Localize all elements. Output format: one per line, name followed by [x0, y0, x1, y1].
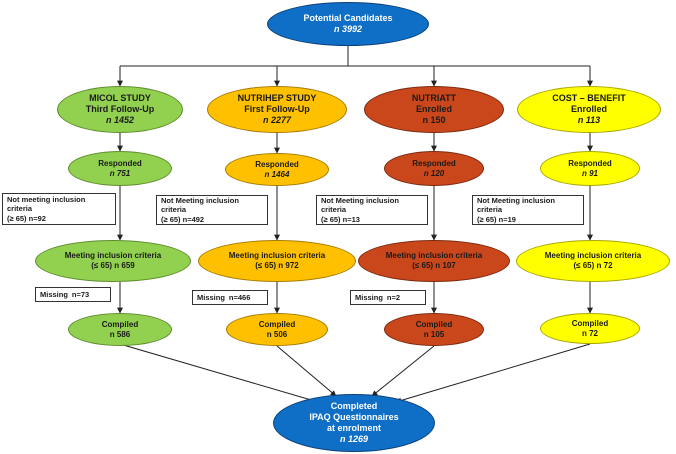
- cost-benefit-responded-n: n 91: [581, 168, 598, 178]
- nutrihep-responded-label: Responded: [255, 159, 299, 169]
- nutrihep-study-n: n 2277: [262, 114, 292, 125]
- nutriatt-meeting-value: (≤ 65) n 107: [412, 261, 456, 270]
- nutrihep-study-title: NUTRIHEP STUDY: [237, 93, 317, 104]
- cost-benefit-responded-node: Responded n 91: [540, 151, 640, 186]
- micol-exclusion-box: Not meeting inclusion criteria (≥ 65) n=…: [2, 193, 116, 225]
- nutrihep-exclusion-value: (≥ 65) n=492: [161, 214, 205, 224]
- cost-benefit-exclusion-box: Not Meeting inclusion criteria (≥ 65) n=…: [472, 195, 584, 225]
- nutrihep-responded-node: Responded n 1464: [225, 153, 329, 186]
- ipaq-label: IPAQ Questionnaires: [309, 412, 399, 423]
- nutriatt-missing-value: n=2: [386, 292, 401, 302]
- micol-missing-box: Missing n=73: [35, 287, 111, 302]
- cost-benefit-study-node: COST – BENEFIT Enrolled n 113: [517, 86, 661, 133]
- cost-benefit-responded-label: Responded: [568, 158, 612, 168]
- nutriatt-compiled-label: Compiled: [415, 319, 453, 329]
- cost-benefit-meeting-value: (≤ 65) n 72: [573, 261, 613, 270]
- nutrihep-missing-box: Missing n=466: [192, 290, 268, 305]
- nutriatt-study-node: NUTRIATT Enrolled n 150: [364, 86, 504, 133]
- nutrihep-compiled-label: Compiled: [258, 319, 296, 329]
- arrow-c3-to-completed: [371, 345, 435, 397]
- nutriatt-study-title: NUTRIATT: [411, 93, 457, 104]
- micol-missing-value: n=73: [71, 289, 90, 299]
- nutriatt-exclusion-value: (≥ 65) n=13: [321, 214, 360, 224]
- micol-exclusion-label: Not meeting inclusion criteria: [7, 194, 86, 214]
- potential-candidates-node: Potential Candidates n 3992: [267, 2, 429, 46]
- micol-meeting-value: (≤ 65) n 659: [91, 261, 135, 270]
- nutriatt-study-n: n 150: [422, 114, 446, 125]
- cost-benefit-study-title: COST – BENEFIT: [552, 93, 626, 104]
- nutriatt-meeting-node: Meeting inclusion criteria (≤ 65) n 107: [358, 240, 510, 282]
- nutrihep-exclusion-box: Not Meeting inclusion criteria (≥ 65) n=…: [156, 195, 268, 225]
- cost-benefit-study-n: n 113: [577, 114, 601, 125]
- micol-responded-node: Responded n 751: [68, 151, 172, 186]
- micol-responded-n: n 751: [109, 168, 131, 178]
- nutriatt-exclusion-label: Not Meeting inclusion criteria: [321, 195, 399, 215]
- arrow-c4-to-completed: [395, 343, 591, 404]
- nutriatt-responded-n: n 120: [423, 168, 445, 178]
- micol-meeting-label: Meeting inclusion criteria: [64, 251, 162, 261]
- cost-benefit-exclusion-value: (≥ 65) n=19: [477, 214, 516, 224]
- nutriatt-responded-node: Responded n 120: [384, 151, 484, 186]
- micol-compiled-node: Compiled n 586: [68, 313, 172, 346]
- micol-study-title: MICOL STUDY: [89, 93, 151, 104]
- completed-ipaq-node: Completed IPAQ Questionnaires at enrolme…: [273, 394, 435, 452]
- nutrihep-study-subtitle: First Follow-Up: [244, 104, 310, 115]
- cost-benefit-meeting-label: Meeting inclusion criteria: [544, 251, 642, 261]
- nutriatt-responded-label: Responded: [412, 158, 456, 168]
- nutriatt-compiled-n: n 105: [423, 329, 445, 339]
- nutrihep-responded-n: n 1464: [264, 169, 290, 179]
- cost-benefit-compiled-label: Compiled: [571, 318, 609, 328]
- potential-candidates-title: Potential Candidates: [303, 13, 393, 24]
- nutrihep-study-node: NUTRIHEP STUDY First Follow-Up n 2277: [207, 86, 347, 133]
- potential-candidates-n: n 3992: [333, 24, 363, 34]
- micol-study-subtitle: Third Follow-Up: [85, 104, 155, 115]
- micol-compiled-label: Compiled: [101, 319, 139, 329]
- nutriatt-study-subtitle: Enrolled: [415, 104, 452, 115]
- nutriatt-compiled-node: Compiled n 105: [384, 313, 484, 346]
- nutrihep-missing-label: Missing: [197, 292, 225, 302]
- cost-benefit-study-subtitle: Enrolled: [570, 104, 607, 115]
- completed-n: n 1269: [339, 433, 369, 444]
- cost-benefit-meeting-node: Meeting inclusion criteria (≤ 65) n 72: [516, 240, 670, 282]
- nutrihep-compiled-node: Compiled n 506: [226, 313, 328, 346]
- nutrihep-meeting-label: Meeting inclusion criteria: [228, 251, 326, 261]
- nutriatt-exclusion-box: Not Meeting inclusion criteria (≥ 65) n=…: [316, 195, 428, 225]
- micol-meeting-node: Meeting inclusion criteria (≤ 65) n 659: [35, 240, 191, 282]
- arrow-c2-to-completed: [276, 345, 337, 397]
- micol-exclusion-value: (≥ 65) n=92: [7, 213, 46, 223]
- micol-compiled-n: n 586: [109, 329, 131, 339]
- nutriatt-meeting-label: Meeting inclusion criteria: [385, 251, 483, 261]
- nutriatt-missing-label: Missing: [355, 292, 383, 302]
- micol-responded-label: Responded: [98, 158, 142, 168]
- cost-benefit-compiled-n: n 72: [581, 328, 598, 338]
- enrolment-label: at enrolment: [326, 423, 381, 433]
- nutrihep-meeting-value: (≤ 65) n 972: [255, 261, 299, 270]
- nutrihep-missing-value: n=466: [228, 292, 251, 302]
- micol-study-node: MICOL STUDY Third Follow-Up n 1452: [57, 86, 183, 133]
- completed-label: Completed: [330, 401, 378, 412]
- micol-study-n: n 1452: [105, 114, 135, 125]
- nutrihep-meeting-node: Meeting inclusion criteria (≤ 65) n 972: [198, 240, 356, 282]
- cost-benefit-compiled-node: Compiled n 72: [540, 313, 640, 344]
- nutriatt-missing-box: Missing n=2: [350, 290, 426, 305]
- micol-missing-label: Missing: [40, 289, 68, 299]
- arrow-c1-to-completed: [119, 343, 319, 404]
- nutrihep-compiled-n: n 506: [266, 329, 288, 339]
- nutrihep-exclusion-label: Not Meeting inclusion criteria: [161, 195, 239, 215]
- cost-benefit-exclusion-label: Not Meeting inclusion criteria: [477, 195, 555, 215]
